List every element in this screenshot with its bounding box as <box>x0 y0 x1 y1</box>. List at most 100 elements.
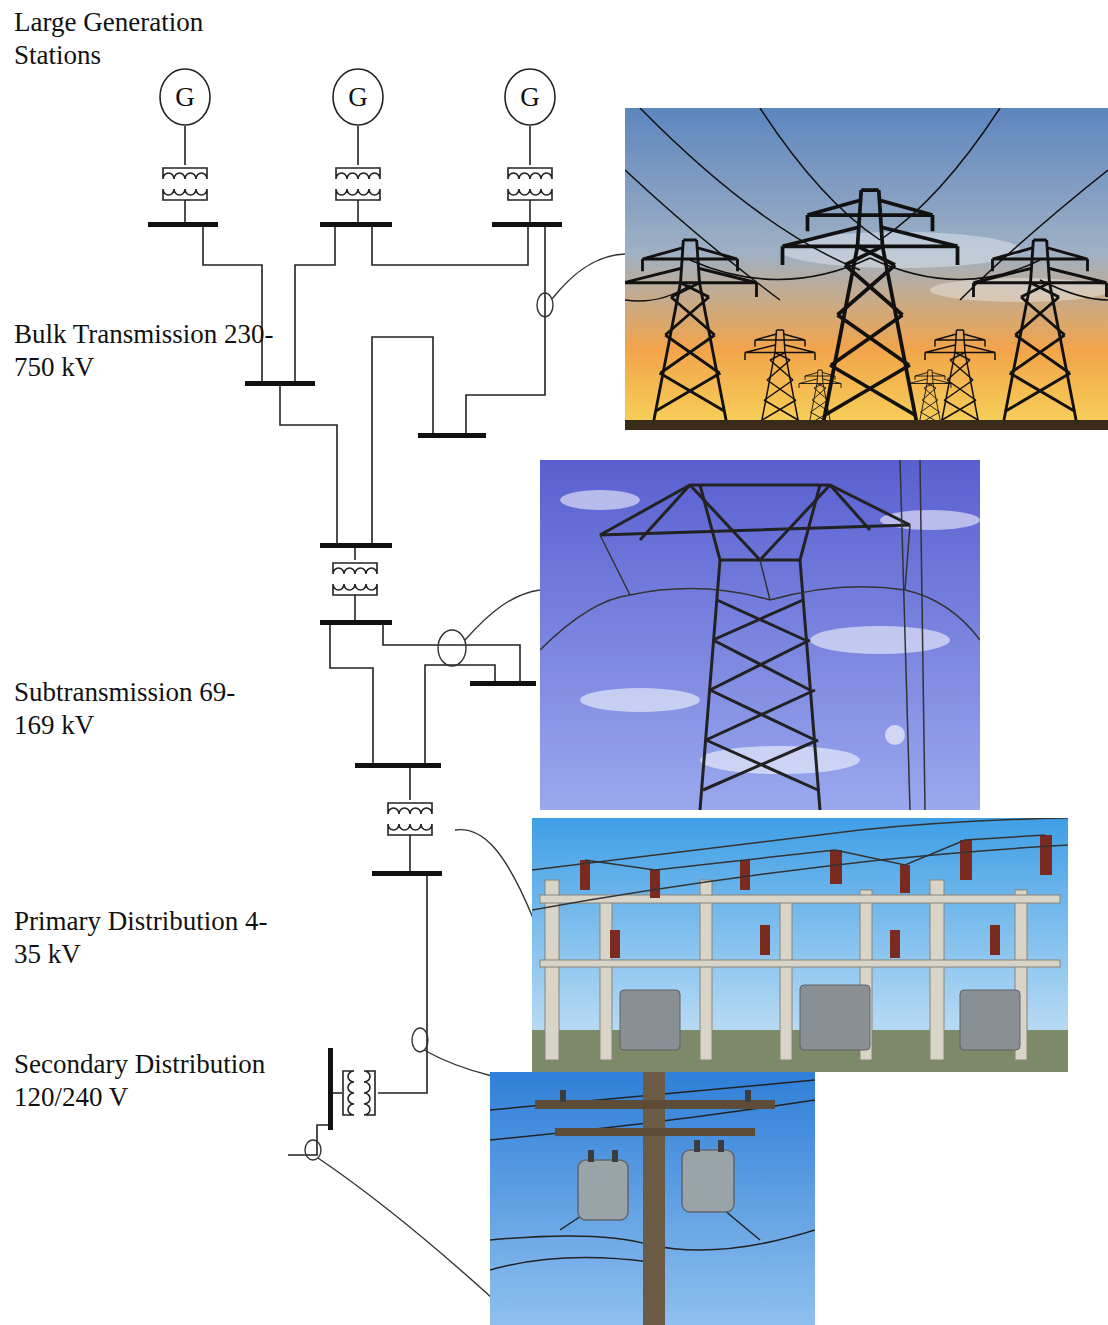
drawing-part <box>745 1090 751 1102</box>
drawing-part <box>578 1150 734 1220</box>
drawing-part <box>378 873 427 1093</box>
drawing-part <box>148 222 218 227</box>
drawing-part <box>580 688 700 712</box>
drawing-part <box>600 485 910 535</box>
drawing-part <box>372 225 528 265</box>
generator-letter: G <box>520 82 540 112</box>
drawing-part <box>425 665 495 765</box>
substation-photo <box>532 818 1068 1072</box>
drawing-part <box>625 420 1108 430</box>
drawing-part <box>643 1072 665 1325</box>
drawing-part <box>333 563 377 595</box>
drawing-part <box>830 850 842 884</box>
drawing-part <box>600 525 910 600</box>
drawing-part <box>412 1028 428 1052</box>
drawing-part <box>640 485 870 560</box>
drawing-part <box>280 383 337 545</box>
drawing-part <box>532 818 1068 910</box>
level-label: Primary Distribution 4-35 kV <box>14 905 292 971</box>
circle-shape <box>333 69 383 125</box>
drawing-part <box>409 835 411 873</box>
drawing-part <box>540 460 980 810</box>
drawing-part <box>465 590 540 640</box>
drawing-part <box>540 880 1060 1060</box>
drawing-part <box>990 925 1000 955</box>
drawing-part <box>532 845 1068 910</box>
drawing-part <box>588 1150 594 1162</box>
drawing-part <box>305 1140 321 1160</box>
circle-shape <box>505 69 555 125</box>
drawing-part <box>455 830 533 918</box>
drawing-part <box>438 630 466 666</box>
drawing-part <box>336 168 380 200</box>
drawing-part <box>470 681 536 686</box>
drawing-part <box>540 460 980 810</box>
drawing-part <box>163 168 207 200</box>
drawing-part <box>625 240 757 430</box>
drawing-part <box>532 818 1068 1072</box>
drawing-part <box>745 330 815 430</box>
drawing-part <box>555 1128 755 1136</box>
drawing-part <box>409 765 411 800</box>
drawing-part <box>466 225 545 435</box>
drawing-part <box>880 108 1000 240</box>
drawing-part <box>424 1050 492 1076</box>
drawing-part <box>185 126 530 165</box>
drawing-part <box>320 222 392 227</box>
drawing-part <box>900 865 910 893</box>
drawing-part <box>560 490 980 774</box>
drawing-part <box>388 803 432 835</box>
drawing-part <box>560 1090 566 1102</box>
generator-letter: G <box>348 82 368 112</box>
drawing-part <box>700 485 820 560</box>
drawing-part <box>532 818 1068 870</box>
drawing-part <box>620 985 1020 1050</box>
bus-bars <box>148 222 562 1130</box>
drawing-part <box>354 595 356 622</box>
drawing-part <box>760 108 880 240</box>
generator-circle: G <box>504 68 556 126</box>
drawing-part <box>203 225 262 383</box>
drawing-part <box>560 1090 751 1162</box>
level-label: Subtransmission 69-169 kV <box>14 676 254 742</box>
drawing-part <box>185 200 530 222</box>
drawing-part <box>372 337 433 545</box>
drawing-part <box>552 254 625 299</box>
drawing-part <box>960 840 972 880</box>
drawing-part <box>800 985 870 1050</box>
drawing-part <box>540 587 980 650</box>
drawing-part <box>288 1125 330 1155</box>
drawing-part <box>490 1072 815 1325</box>
drawing-part <box>900 460 925 810</box>
drawing-part <box>745 330 815 430</box>
drawing-part <box>318 1158 492 1298</box>
generator-circle: G <box>159 68 211 126</box>
drawing-part <box>383 622 520 683</box>
drawing-part <box>612 1150 618 1162</box>
drawing-part <box>537 293 553 317</box>
drawing-part <box>870 258 1040 280</box>
drawing-part <box>974 240 1107 430</box>
drawing-part <box>930 880 944 1060</box>
generator-circle: G <box>332 68 384 126</box>
drawing-part <box>245 381 315 386</box>
pole-transformer-photo <box>490 1072 815 1325</box>
drawing-part <box>328 1048 333 1130</box>
drawing-part <box>508 168 552 200</box>
drawing-part <box>700 746 860 774</box>
drawing-part <box>960 990 1020 1050</box>
drawing-part <box>625 240 757 430</box>
drawing-part <box>890 930 900 958</box>
transmission-photo <box>625 108 1108 430</box>
drawing-part <box>600 485 910 810</box>
level-label: Secondary Distribution 120/240 V <box>14 1048 314 1114</box>
drawing-part <box>690 258 870 280</box>
drawing-part <box>740 860 750 890</box>
drawing-part <box>780 900 792 1060</box>
subtransmission-photo <box>540 460 980 810</box>
drawing-part <box>330 622 373 765</box>
drawing-part <box>610 930 620 958</box>
drawing-part <box>580 835 1052 958</box>
drawing-part <box>694 1140 700 1152</box>
